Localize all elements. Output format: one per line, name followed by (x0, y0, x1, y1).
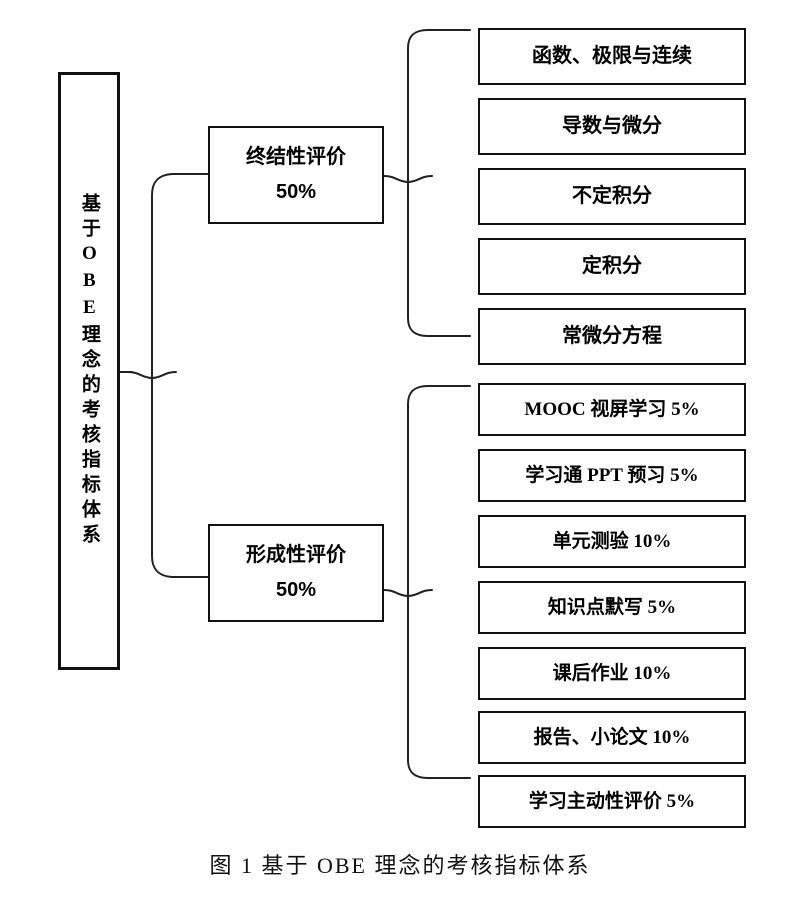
figure-caption: 图 1 基于 OBE 理念的考核指标体系 (209, 853, 591, 878)
branch-node-formative-weight: 50% (275, 579, 317, 601)
leaf-node-label: 报告、小论文 10% (533, 726, 691, 748)
branch-node-summative-weight: 50% (275, 181, 317, 203)
leaf-node-label: 常微分方程 (562, 325, 662, 347)
leaf-node-label: 学习主动性评价 5% (528, 790, 696, 812)
branch-node-formative[interactable]: 形成性评价 50% (208, 524, 384, 622)
branch-node-formative-title: 形成性评价 (246, 544, 346, 566)
leaf-node-label: 课后作业 10% (552, 662, 672, 684)
leaf-node-label: 函数、极限与连续 (532, 45, 692, 67)
leaf-node-label: 导数与微分 (562, 115, 662, 137)
leaf-node-formative-2[interactable]: 学习通 PPT 预习 5% (478, 449, 746, 502)
leaf-node-label: 学习通 PPT 预习 5% (525, 464, 699, 486)
leaf-node-summative-5[interactable]: 常微分方程 (478, 308, 746, 365)
leaf-node-label: MOOC 视屏学习 5% (524, 398, 700, 420)
brace-summative (383, 29, 471, 337)
leaf-node-summative-4[interactable]: 定积分 (478, 238, 746, 295)
root-node-label: 基于OBE理念的考核指标体系 (78, 193, 100, 549)
leaf-node-formative-4[interactable]: 知识点默写 5% (478, 581, 746, 634)
brace-formative (383, 385, 471, 779)
branch-node-summative[interactable]: 终结性评价 50% (208, 126, 384, 224)
leaf-node-formative-3[interactable]: 单元测验 10% (478, 515, 746, 568)
leaf-node-summative-3[interactable]: 不定积分 (478, 168, 746, 225)
leaf-node-formative-5[interactable]: 课后作业 10% (478, 647, 746, 700)
leaf-node-formative-6[interactable]: 报告、小论文 10% (478, 711, 746, 764)
leaf-node-label: 单元测验 10% (552, 530, 672, 552)
root-node[interactable]: 基于OBE理念的考核指标体系 (58, 72, 120, 670)
leaf-node-summative-1[interactable]: 函数、极限与连续 (478, 28, 746, 85)
leaf-node-formative-7[interactable]: 学习主动性评价 5% (478, 775, 746, 828)
leaf-node-label: 定积分 (582, 255, 642, 277)
leaf-node-summative-2[interactable]: 导数与微分 (478, 98, 746, 155)
leaf-node-label: 不定积分 (572, 185, 652, 207)
leaf-node-formative-1[interactable]: MOOC 视屏学习 5% (478, 383, 746, 436)
brace-root (127, 173, 209, 578)
leaf-node-label: 知识点默写 5% (547, 596, 677, 618)
branch-node-summative-title: 终结性评价 (246, 146, 346, 168)
